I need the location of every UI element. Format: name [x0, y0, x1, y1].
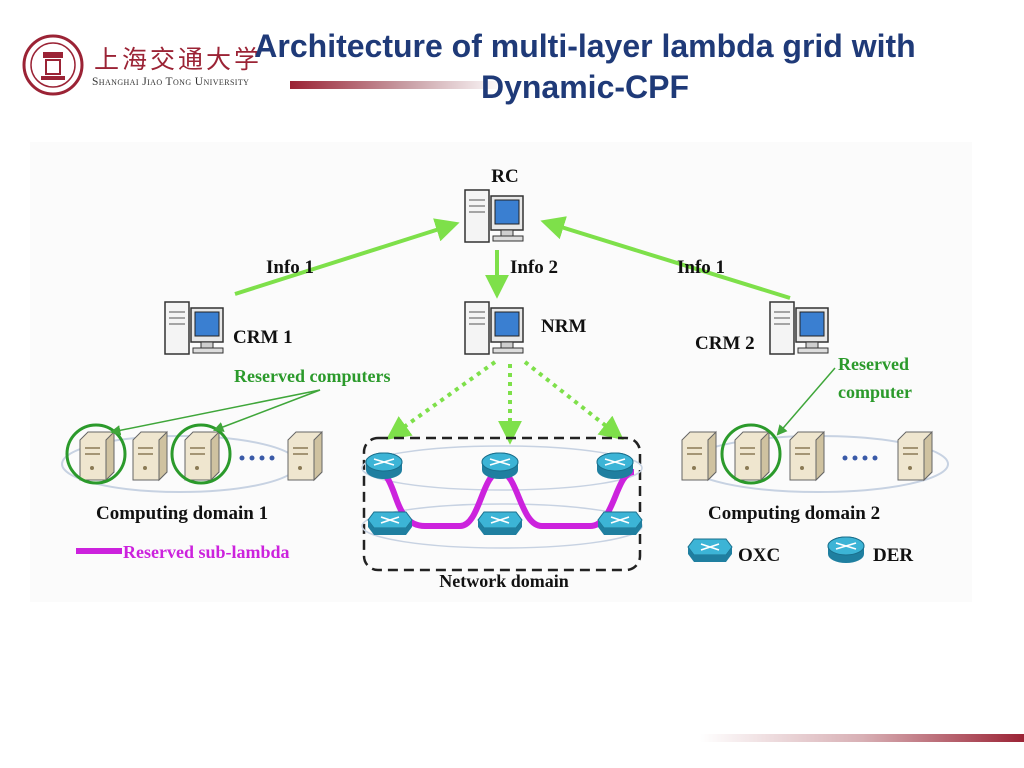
oxc-legend-label: OXC: [738, 545, 780, 566]
computing-domain-1-label: Computing domain 1: [96, 503, 268, 524]
reserved-marker: [720, 423, 782, 485]
reserved-computer-label-line1: Reserved: [838, 354, 909, 374]
reserved-computer-label-line2: computer: [838, 382, 912, 402]
info1-left-arrow: [234, 218, 460, 296]
info1-left-label: Info 1: [266, 257, 314, 278]
university-name-cn: 上海交通大学: [94, 45, 263, 74]
der-router-icon: [481, 452, 519, 480]
computing2-server-icon: [789, 431, 825, 481]
rc-computer-icon: [464, 189, 524, 243]
architecture-diagram: RC CRM 1 NRM CRM 2 Info 1 Info 2 Info 1 …: [30, 142, 972, 602]
reserved-marker: [65, 423, 127, 485]
computing1-server-icon: [132, 431, 168, 481]
ellipsis-icon: [842, 455, 878, 461]
info1-right-label: Info 1: [677, 257, 725, 278]
der-router-icon: [365, 452, 403, 480]
oxc-switch-icon: [477, 511, 523, 536]
crm2-computer-icon: [769, 301, 829, 355]
header-rule: [290, 81, 505, 89]
reserved-computers-label: Reserved computers: [234, 366, 390, 386]
network-domain-label: Network domain: [439, 571, 569, 591]
nrm-control-arrow-left: [386, 360, 497, 440]
university-name-en: Shanghai Jiao Tong University: [92, 76, 250, 88]
computing2-server-icon: [897, 431, 933, 481]
ellipsis-icon: [239, 455, 275, 461]
network-domain-box: [362, 436, 642, 572]
oxc-legend-icon: [687, 538, 733, 563]
der-legend-label: DER: [873, 545, 913, 566]
computing2-server-icon: [734, 431, 770, 481]
computing-domain-2-label: Computing domain 2: [708, 503, 880, 524]
annotation-pointer: [213, 389, 321, 432]
diagram-canvas: RC CRM 1 NRM CRM 2 Info 1 Info 2 Info 1 …: [61, 166, 949, 591]
info1-right-arrow: [540, 216, 791, 300]
university-seal-icon: [22, 34, 84, 96]
oxc-switch-icon: [597, 511, 643, 536]
info2-label: Info 2: [510, 257, 558, 278]
network-upper-ring: [361, 445, 643, 491]
rc-label: RC: [491, 166, 518, 187]
annotation-pointer: [776, 367, 836, 436]
der-legend-icon: [827, 536, 865, 564]
university-logo: 上海交通大学 Shanghai Jiao Tong University: [22, 34, 292, 96]
sub-lambda-legend-label: Reserved sub-lambda: [123, 542, 290, 562]
footer-rule: [700, 734, 1024, 742]
crm1-label: CRM 1: [233, 327, 293, 348]
der-router-icon: [596, 452, 634, 480]
crm1-computer-icon: [164, 301, 224, 355]
nrm-control-arrow-right: [523, 360, 624, 440]
reserved-marker: [170, 423, 232, 485]
oxc-switch-icon: [367, 511, 413, 536]
computing1-server-icon: [79, 431, 115, 481]
annotation-pointer: [109, 389, 321, 436]
nrm-label: NRM: [541, 316, 586, 337]
crm2-label: CRM 2: [695, 333, 755, 354]
computing1-server-icon: [184, 431, 220, 481]
slide-title: Architecture of multi-layer lambda grid …: [254, 28, 916, 105]
nrm-computer-icon: [464, 301, 524, 355]
computing1-server-icon: [287, 431, 323, 481]
computing2-server-icon: [681, 431, 717, 481]
